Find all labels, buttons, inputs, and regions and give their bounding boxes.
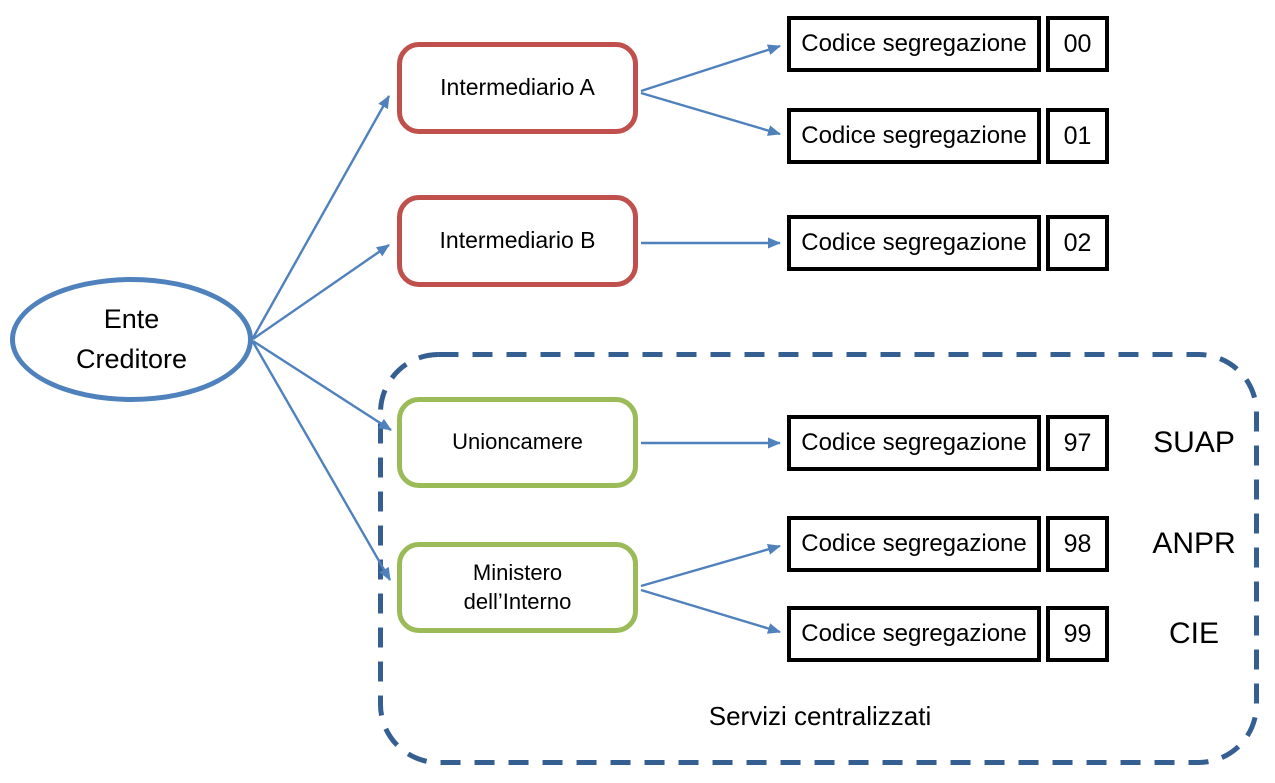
segregation-label: Codice segregazione	[787, 16, 1041, 72]
segregation-code: 99	[1046, 606, 1109, 662]
service-label-anpr: ANPR	[1152, 527, 1236, 560]
segregation-row-00: Codice segregazione 00	[787, 16, 1109, 72]
segregation-code: 97	[1046, 415, 1109, 471]
segregation-row-01: Codice segregazione 01	[787, 108, 1109, 164]
edge-intermediario-a-to-01	[640, 91, 781, 136]
node-label: Intermediario B	[439, 227, 596, 254]
node-intermediario-b: Intermediario B	[397, 195, 638, 287]
segregation-label: Codice segregazione	[787, 215, 1041, 271]
edge-ministero-to-99	[640, 588, 781, 634]
node-label: Ente Creditore	[75, 304, 188, 374]
service-label-cie: CIE	[1168, 617, 1219, 650]
segregation-row-99: Codice segregazione 99	[787, 606, 1109, 662]
edge-ministero-to-98	[640, 544, 781, 588]
segregation-row-98: Codice segregazione 98	[787, 516, 1109, 572]
centralized-services-container-border	[378, 352, 1259, 765]
segregation-row-02: Codice segregazione 02	[787, 215, 1109, 271]
node-label: Intermediario A	[440, 74, 595, 101]
segregation-label: Codice segregazione	[787, 516, 1041, 572]
segregation-code: 00	[1046, 16, 1109, 72]
segregation-label: Codice segregazione	[787, 606, 1041, 662]
edge-ente-to-unioncamere	[252, 339, 392, 432]
centralized-services-title: Servizi centralizzati	[708, 701, 932, 731]
edge-intermediario-a-to-00	[640, 44, 781, 93]
edge-ente-to-intermediario-a	[251, 95, 391, 339]
segregation-code: 02	[1046, 215, 1109, 271]
segregation-code: 98	[1046, 516, 1109, 572]
segregation-label: Codice segregazione	[787, 108, 1041, 164]
node-ente-creditore: Ente Creditore	[10, 277, 253, 402]
node-label: Unioncamere	[452, 429, 583, 455]
node-label: Ministero dell’Interno	[463, 559, 572, 614]
edge-ente-to-ministero	[251, 341, 392, 581]
segregation-label: Codice segregazione	[787, 415, 1041, 471]
service-label-suap: SUAP	[1153, 426, 1235, 459]
segregation-code: 01	[1046, 108, 1109, 164]
node-intermediario-a: Intermediario A	[397, 42, 638, 134]
segregation-row-97: Codice segregazione 97	[787, 415, 1109, 471]
edge-ente-to-intermediario-b	[252, 244, 390, 340]
node-unioncamere: Unioncamere	[397, 397, 638, 488]
node-ministero-interno: Ministero dell’Interno	[397, 542, 638, 633]
